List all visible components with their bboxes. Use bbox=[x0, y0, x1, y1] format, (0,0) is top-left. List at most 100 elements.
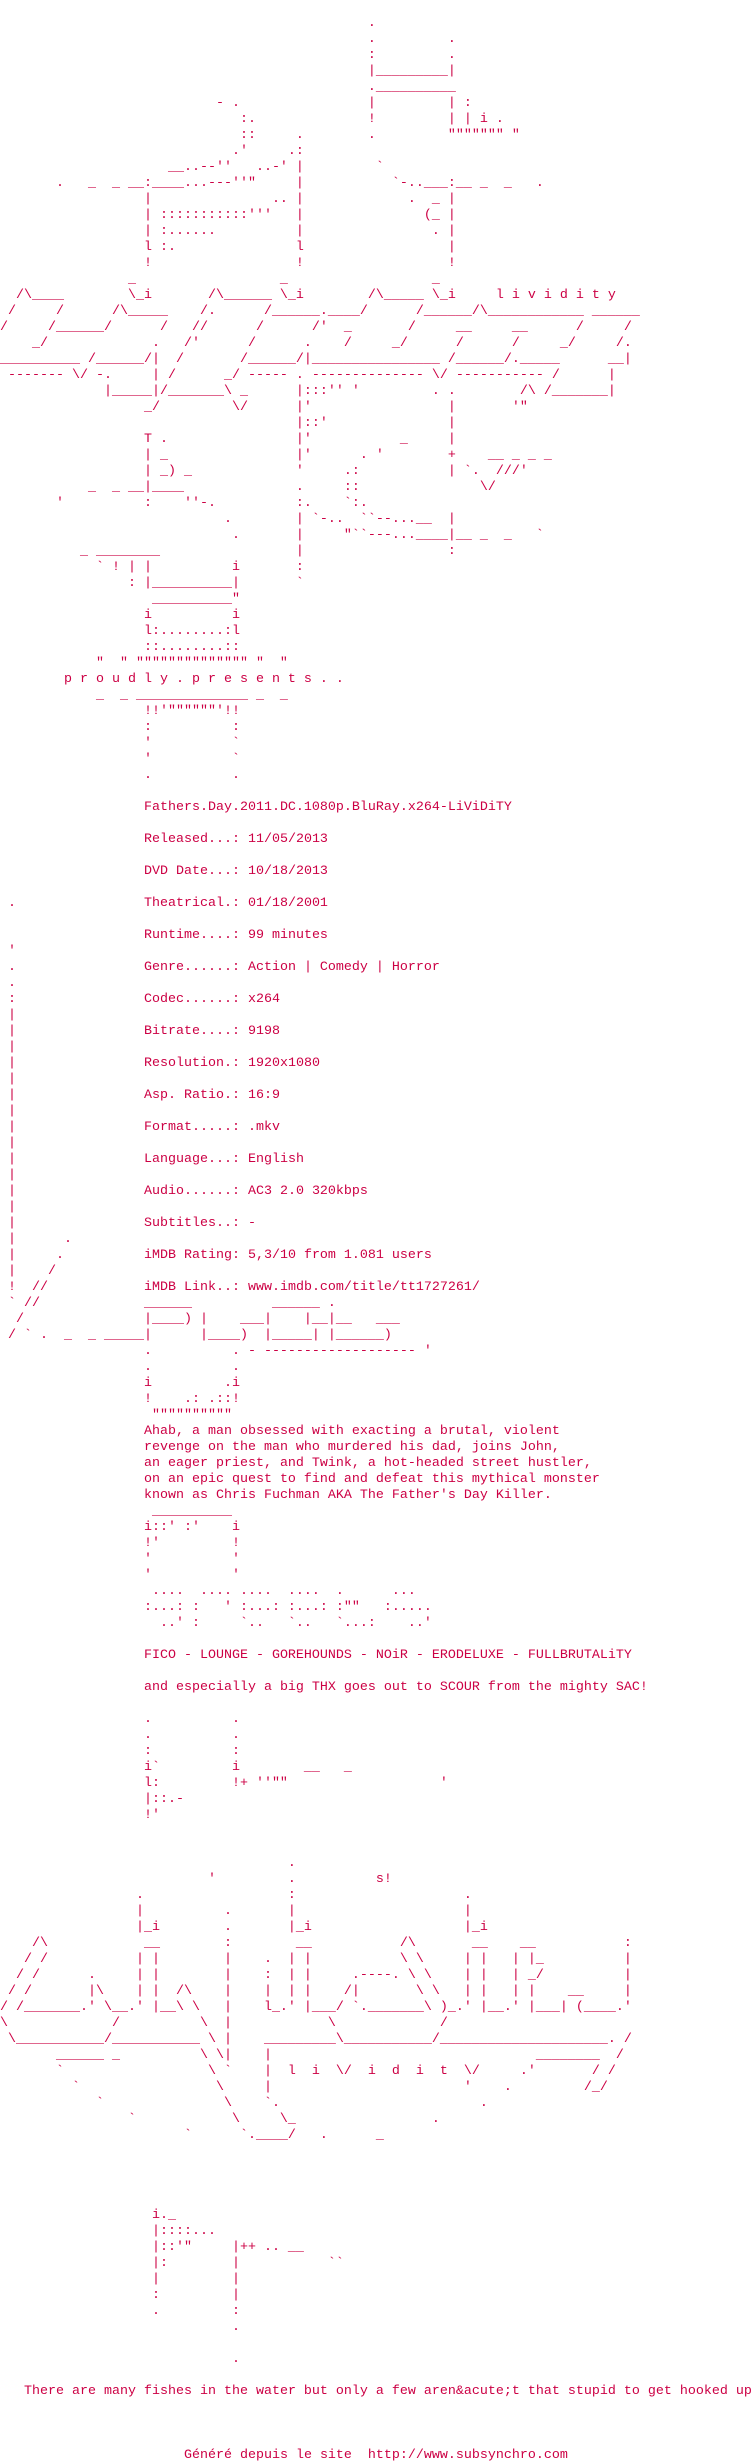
info-value: www.imdb.com/title/tt1727261/ bbox=[247, 1280, 480, 1295]
nfo-line: . | "``---...____|__ _ _ ` bbox=[0, 528, 752, 544]
nfo-line: . : bbox=[0, 2304, 752, 2320]
nfo-line: l :. l | bbox=[0, 240, 752, 256]
ascii-art: l:........:l bbox=[0, 624, 240, 639]
nfo-line: | . bbox=[0, 1232, 752, 1248]
info-separator bbox=[240, 864, 248, 879]
ascii-art: :: . . """"""" " bbox=[0, 128, 520, 143]
ascii-art: .__________ bbox=[0, 80, 456, 95]
nfo-line: | Audio......: AC3 2.0 320kbps bbox=[0, 1184, 752, 1200]
ascii-art: :...: : ' :...: :...: :"" :..... bbox=[0, 1600, 432, 1615]
ascii-art: . bbox=[0, 896, 144, 911]
ascii-art: \___________/___________ \ | _________\_… bbox=[0, 2032, 632, 2047]
synopsis-line: an eager priest, and Twink, a hot-headed… bbox=[143, 1456, 592, 1471]
ascii-art: ! // bbox=[0, 1280, 144, 1295]
info-label: Runtime....: bbox=[143, 928, 240, 943]
nfo-line: Ahab, a man obsessed with exacting a bru… bbox=[0, 1424, 752, 1440]
nfo-line: /\ __ : __ /\ __ __ : bbox=[0, 1936, 752, 1952]
nfo-line: . Genre......: Action | Comedy | Horror bbox=[0, 960, 752, 976]
ascii-art: / / . | | | : | | .----. \ \ | | | _/ | bbox=[0, 1968, 632, 1983]
nfo-line bbox=[0, 912, 752, 928]
nfo-line: | . iMDB Rating: 5,3/10 from 1.081 users bbox=[0, 1248, 752, 1264]
ascii-art bbox=[0, 864, 144, 879]
nfo-line: ` \ ` | l i \/ i d i t \/ .' / / bbox=[0, 2064, 752, 2080]
ascii-art bbox=[0, 1488, 144, 1503]
nfo-line: :...: : ' :...: :...: :"" :..... bbox=[0, 1600, 752, 1616]
info-label: Codec......: bbox=[143, 992, 240, 1007]
ascii-art: | bbox=[0, 1040, 16, 1055]
ascii-art: : : bbox=[0, 720, 240, 735]
ascii-art: . . bbox=[0, 32, 456, 47]
nfo-line: : . bbox=[0, 48, 752, 64]
ascii-art: !!'""""""'!! bbox=[0, 704, 240, 719]
nfo-line: | :::::::::::''' | (_ | bbox=[0, 208, 752, 224]
ascii-art: / / | | | . | | \ \ | | | |_ | bbox=[0, 1952, 632, 1967]
nfo-line: :: . . """"""" " bbox=[0, 128, 752, 144]
nfo-line: ! // iMDB Link..: www.imdb.com/title/tt1… bbox=[0, 1280, 752, 1296]
nfo-line bbox=[0, 2176, 752, 2192]
ascii-art: .' .: bbox=[0, 144, 304, 159]
ascii-art: | .. | . _ | bbox=[0, 192, 456, 207]
nfo-line: !!'""""""'!! bbox=[0, 704, 752, 720]
ascii-art: ::........:: bbox=[0, 640, 240, 655]
nfo-line bbox=[0, 1824, 752, 1840]
nfo-line: | | bbox=[0, 2272, 752, 2288]
nfo-line bbox=[0, 784, 752, 800]
nfo-line: | Subtitles..: - bbox=[0, 1216, 752, 1232]
nfo-line: ` \ | ' . /_/ bbox=[0, 2080, 752, 2096]
nfo-line: | bbox=[0, 1040, 752, 1056]
ascii-art: . bbox=[0, 960, 144, 975]
ascii-art: | bbox=[0, 1024, 144, 1039]
ascii-art: | bbox=[0, 1104, 16, 1119]
ascii-art: :. ! | | i . bbox=[0, 112, 504, 127]
info-label: Asp. Ratio.: bbox=[143, 1088, 240, 1103]
ascii-art: : | bbox=[0, 2288, 240, 2303]
ascii-art: |::.- bbox=[0, 1792, 184, 1807]
info-value: 9198 bbox=[247, 1024, 280, 1039]
nfo-line: | bbox=[0, 1072, 752, 1088]
nfo-line: |_i . |_i |_i bbox=[0, 1920, 752, 1936]
nfo-line: """""""""" bbox=[0, 1408, 752, 1424]
nfo-line: _/ . /' / . / _/ / / _/ /. bbox=[0, 336, 752, 352]
nfo-line bbox=[0, 0, 752, 16]
nfo-line: Fathers.Day.2011.DC.1080p.BluRay.x264-Li… bbox=[0, 800, 752, 816]
ascii-art: . . bbox=[0, 1360, 240, 1375]
nfo-line: - . | | : bbox=[0, 96, 752, 112]
info-separator bbox=[240, 960, 248, 975]
ascii-art: ' : ''-. :. `:. bbox=[0, 496, 368, 511]
ascii-art: p r o u d l y . p r e s e n t s . . bbox=[0, 672, 344, 687]
nfo-line bbox=[0, 2416, 752, 2432]
nfo-line bbox=[0, 2144, 752, 2160]
ascii-art: . . bbox=[0, 1712, 240, 1727]
ascii-art: | bbox=[0, 1184, 144, 1199]
nfo-line bbox=[0, 1664, 752, 1680]
ascii-art: " " """""""""""""" " " bbox=[0, 656, 288, 671]
nfo-line bbox=[0, 1632, 752, 1648]
ascii-art: |_i . |_i |_i bbox=[0, 1920, 488, 1935]
nfo-line bbox=[0, 2432, 752, 2448]
nfo-line bbox=[0, 1696, 752, 1712]
info-separator bbox=[240, 928, 248, 943]
ascii-art: | bbox=[0, 1152, 144, 1167]
nfo-line: .' .: bbox=[0, 144, 752, 160]
nfo-line bbox=[0, 1840, 752, 1856]
info-label: Released...: bbox=[143, 832, 240, 847]
ascii-art: ------- \/ -. | / _/ ----- . -----------… bbox=[0, 368, 616, 383]
ascii-art: T . |' _ | bbox=[0, 432, 456, 447]
ascii-art: . bbox=[0, 976, 16, 991]
info-value: 01/18/2001 bbox=[247, 896, 328, 911]
ascii-art: __________" bbox=[0, 592, 240, 607]
ascii-art: | bbox=[0, 1200, 16, 1215]
nfo-line: | Language...: English bbox=[0, 1152, 752, 1168]
nfo-line: | :...... | . | bbox=[0, 224, 752, 240]
info-label: Theatrical.: bbox=[143, 896, 240, 911]
nfo-line: and especially a big THX goes out to SCO… bbox=[0, 1680, 752, 1696]
ascii-art: | _ |' . ' + __ _ _ _ bbox=[0, 448, 552, 463]
nfo-line: i` i __ _ bbox=[0, 1760, 752, 1776]
ascii-art: . | "``---...____|__ _ _ ` bbox=[0, 528, 544, 543]
nfo-line: / / | | | . | | \ \ | | | |_ | bbox=[0, 1952, 752, 1968]
ascii-art: ! .: .::! bbox=[0, 1392, 240, 1407]
nfo-line: |::'" |++ .. __ bbox=[0, 2240, 752, 2256]
info-label: Audio......: bbox=[143, 1184, 240, 1199]
ascii-art: i i bbox=[0, 608, 240, 623]
ascii-art: i` i __ _ bbox=[0, 1760, 352, 1775]
